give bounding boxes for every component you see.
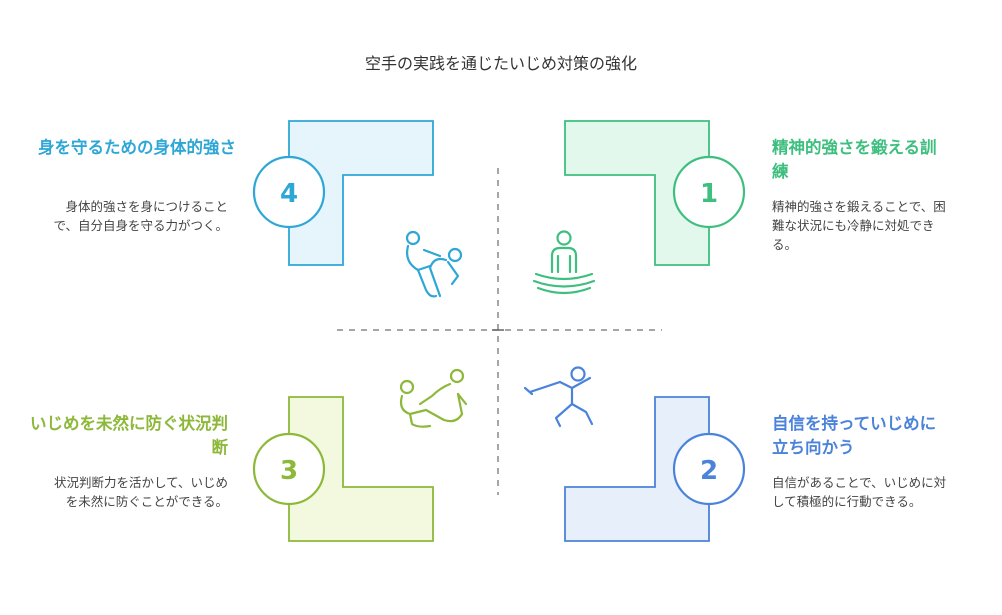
martial-arts-throw-icon: [405, 230, 463, 298]
item-2-description: 自信があることで、いじめに対して積極的に行動できる。: [772, 475, 947, 509]
number-badge-3: 3: [252, 432, 326, 506]
item-1-title: 精神的強さを鍛える訓練: [772, 138, 937, 181]
item-1-description: 精神的強さを鍛えることで、困難な状況にも冷静に対処できる。: [772, 199, 946, 252]
quadrant-3-shape: [288, 396, 434, 542]
item-3-title: いじめを未然に防ぐ状況判断: [30, 414, 228, 457]
number-badge-4: 4: [252, 155, 326, 229]
item-2-title: 自信を持っていじめに立ち向かう: [772, 414, 937, 457]
quadrant-4-shape: [288, 120, 434, 266]
svg-text:1: 1: [700, 179, 718, 209]
number-badge-2: 2: [672, 432, 746, 506]
number-badge-1: 1: [672, 155, 746, 229]
item-4-description: 身体的強さを身につけることで、自分自身を守る力がつく。: [53, 199, 228, 233]
quadrant-2-shape: [564, 396, 710, 542]
svg-text:4: 4: [280, 179, 298, 209]
quadrant-1-shape: [564, 120, 710, 266]
svg-text:3: 3: [280, 456, 298, 486]
svg-text:2: 2: [700, 456, 718, 486]
fencing-icon: [523, 366, 594, 428]
diagram-title: 空手の実践を通じたいじめ対策の強化: [364, 54, 637, 73]
item-3-description: 状況判断力を活かして、いじめを未然に防ぐことができる。: [53, 475, 228, 509]
meditation-icon: [532, 230, 596, 295]
item-4-title: 身を守るための身体的強さ: [38, 138, 236, 157]
wrestling-icon: [399, 368, 468, 428]
